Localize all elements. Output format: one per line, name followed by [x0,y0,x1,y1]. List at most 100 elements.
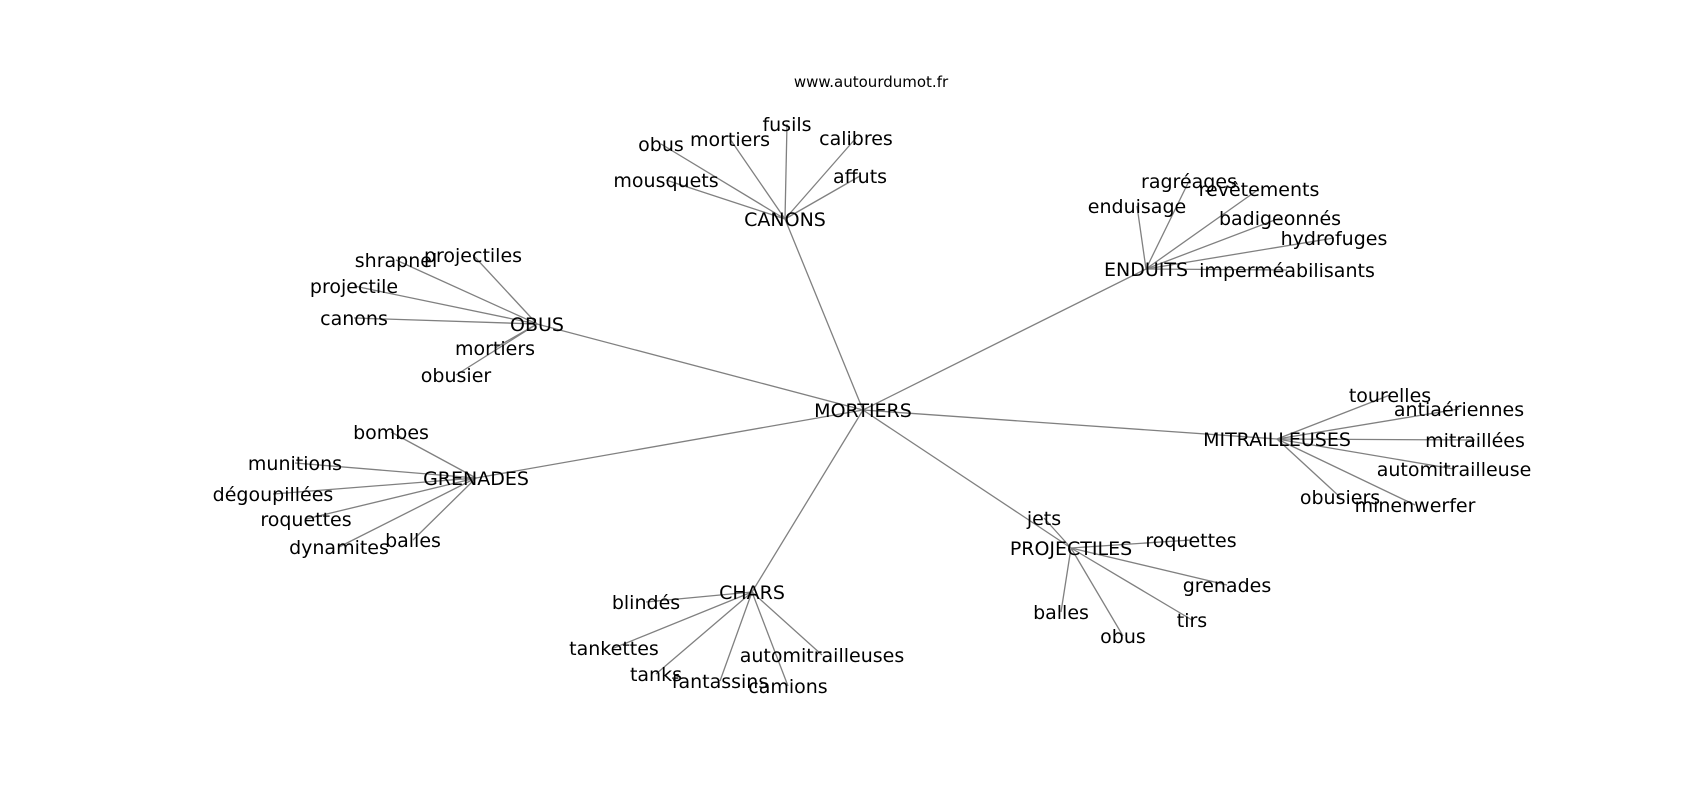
leaf-node-label: jets [1026,508,1061,530]
edge-cluster-to-leaf [455,323,538,376]
cluster-node-label: GRENADES [423,468,529,490]
edge-cluster-to-leaf [665,179,786,220]
edge-cluster-to-leaf [1070,547,1124,637]
graph-edges [272,123,1476,687]
edge-cluster-to-leaf [1145,180,1190,270]
leaf-node-label: blindés [612,592,680,614]
edge-center-to-cluster [862,268,1147,411]
center-node-label: MORTIERS [814,400,912,422]
edge-cluster-to-leaf [613,591,753,649]
edge-cluster-to-leaf [390,431,477,479]
edge-cluster-to-leaf [751,591,823,656]
edge-cluster-to-leaf [784,123,788,220]
edge-cluster-to-leaf [1070,539,1192,549]
leaf-node-label: antiaériennes [1394,399,1524,421]
edge-cluster-to-leaf [412,477,477,541]
edge-cluster-to-leaf [729,138,786,220]
leaf-node-label: roquettes [1145,530,1236,552]
leaf-node-label: calibres [819,128,893,150]
edge-cluster-to-leaf [784,175,861,220]
edge-cluster-to-leaf [294,462,477,479]
leaf-node-label: tirs [1177,610,1207,632]
leaf-node-label: automitrailleuses [740,645,905,667]
edge-cluster-to-leaf [1276,438,1341,498]
leaf-node-label: projectile [310,276,398,298]
leaf-node-label: fusils [762,114,811,136]
leaf-node-label: obus [638,134,684,156]
leaf-node-label: badigeonnés [1219,208,1341,230]
edge-cluster-to-leaf [1043,517,1072,549]
edge-cluster-to-leaf [272,477,477,495]
edge-cluster-to-leaf [1276,438,1416,506]
leaf-node-label: bombes [353,422,429,444]
leaf-node-label: affuts [833,166,887,188]
edge-cluster-to-leaf [719,591,753,682]
leaf-node-label: enduisage [1088,196,1186,218]
leaf-node-label: fantassins [672,671,768,693]
edge-cluster-to-leaf [660,143,786,220]
leaf-node-label: shrapnel [355,250,437,272]
edge-cluster-to-leaf [784,137,857,220]
leaf-node-label: projectiles [424,245,522,267]
edge-center-to-cluster [536,323,864,411]
cluster-node-label: MITRAILLEUSES [1203,429,1351,451]
edge-cluster-to-leaf [353,317,538,325]
leaf-node-label: camions [748,676,827,698]
edge-cluster-to-leaf [1145,268,1288,271]
leaf-node-label: tanks [630,664,682,686]
edge-cluster-to-leaf [655,591,753,675]
edge-cluster-to-leaf [1070,547,1193,621]
leaf-node-label: mousquets [613,170,718,192]
leaf-node-label: balles [1033,602,1089,624]
leaf-node-label: grenades [1183,575,1271,597]
edge-center-to-cluster [862,409,1072,549]
leaf-node-label: canons [320,308,388,330]
leaf-node-label: dégoupillées [213,484,334,506]
edge-center-to-cluster [862,409,1278,440]
cluster-node-label: OBUS [510,314,564,336]
leaf-node-label: automitrailleuse [1377,459,1532,481]
edge-cluster-to-leaf [1136,205,1147,270]
leaf-node-label: mortiers [455,338,535,360]
edge-center-to-cluster [751,409,864,593]
leaf-node-label: dynamites [289,537,389,559]
edge-cluster-to-leaf [472,254,538,325]
source-watermark: www.autourdumot.fr [794,73,949,91]
edge-cluster-to-leaf [645,591,753,603]
leaf-node-label: minenwerfer [1355,495,1476,517]
edge-cluster-to-leaf [1070,547,1228,586]
leaf-node-label: mortiers [690,129,770,151]
edge-cluster-to-leaf [1276,394,1391,440]
leaf-node-label: obus [1100,626,1146,648]
leaf-node-label: tankettes [569,638,659,660]
edge-cluster-to-leaf [353,285,538,325]
edge-cluster-to-leaf [338,477,477,548]
cluster-node-label: PROJECTILES [1010,538,1132,560]
edge-cluster-to-leaf [395,259,538,325]
edge-cluster-to-leaf [1145,217,1281,270]
edge-cluster-to-leaf [305,477,477,520]
leaf-node-label: balles [385,530,441,552]
leaf-node-label: munitions [248,453,342,475]
edge-center-to-cluster [475,409,864,479]
graph-labels: www.autourdumot.fr MORTIERSCANONSfusilsm… [213,73,1532,698]
leaf-node-label: tourelles [1349,385,1431,407]
leaf-node-label: ragréages [1141,171,1237,193]
leaf-node-label: revêtements [1199,179,1320,201]
edge-center-to-cluster [784,218,864,411]
edge-cluster-to-leaf [1276,438,1455,470]
edge-cluster-to-leaf [751,591,789,687]
cluster-node-label: CHARS [719,582,785,604]
edge-cluster-to-leaf [1276,408,1460,440]
leaf-node-label: mitraillées [1425,430,1525,452]
cluster-node-label: ENDUITS [1104,259,1188,281]
leaf-node-label: imperméabilisants [1199,260,1375,282]
leaf-node-label: obusiers [1300,487,1380,509]
leaf-node-label: roquettes [260,509,351,531]
edge-cluster-to-leaf [1060,547,1072,613]
edge-cluster-to-leaf [1276,438,1476,441]
leaf-node-label: obusier [421,365,492,387]
edge-cluster-to-leaf [1145,188,1260,270]
edge-cluster-to-leaf [1145,237,1335,270]
